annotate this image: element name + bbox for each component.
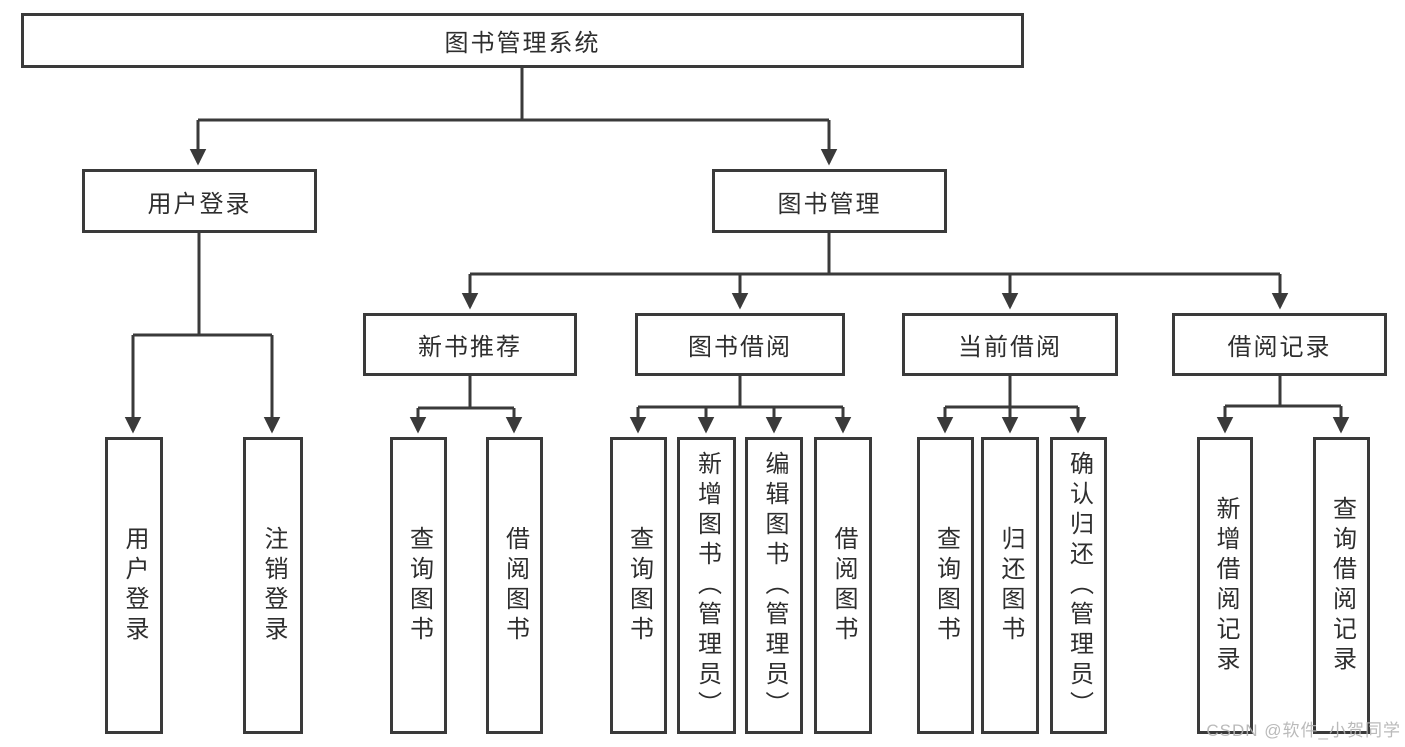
- leaf-recommend-borrow-books: 借阅图书: [486, 437, 543, 734]
- leaf-recommend-query-books-label: 查询图书: [405, 525, 433, 646]
- leaf-borrowing-query-books-label: 查询图书: [625, 525, 653, 646]
- leaf-current-return-books: 归还图书: [981, 437, 1039, 734]
- leaf-borrowing-borrow-books: 借阅图书: [814, 437, 872, 734]
- leaf-current-confirm-return-admin-label: 确认归还（管理员）: [1065, 450, 1093, 721]
- leaf-current-confirm-return-admin: 确认归还（管理员）: [1050, 437, 1107, 734]
- node-current-borrowing: 当前借阅: [902, 313, 1118, 376]
- leaf-current-return-books-label: 归还图书: [997, 525, 1024, 646]
- leaf-recommend-query-books: 查询图书: [390, 437, 447, 734]
- leaf-borrowing-add-books-admin: 新增图书（管理员）: [677, 437, 736, 734]
- leaf-borrowing-add-books-admin-label: 新增图书（管理员）: [693, 450, 721, 721]
- leaf-records-add-record: 新增借阅记录: [1197, 437, 1253, 734]
- leaf-current-query-books-label: 查询图书: [932, 525, 960, 646]
- leaf-logout-label: 注销登录: [260, 525, 287, 646]
- node-borrowing-records: 借阅记录: [1172, 313, 1387, 376]
- node-user-login: 用户登录: [82, 169, 317, 233]
- node-current-borrowing-label: 当前借阅: [958, 334, 1062, 361]
- leaf-records-add-record-label: 新增借阅记录: [1212, 495, 1239, 676]
- node-book-borrowing-label: 图书借阅: [688, 334, 792, 361]
- leaf-logout: 注销登录: [243, 437, 303, 734]
- leaf-current-query-books: 查询图书: [917, 437, 974, 734]
- leaf-borrowing-edit-books-admin-label: 编辑图书（管理员）: [761, 450, 788, 721]
- node-new-book-recommend-label: 新书推荐: [418, 334, 522, 361]
- leaf-borrowing-query-books: 查询图书: [610, 437, 667, 734]
- node-root-label: 图书管理系统: [444, 30, 601, 57]
- node-book-borrowing: 图书借阅: [635, 313, 845, 376]
- csdn-watermark: CSDN @软件_小贺同学: [1206, 721, 1401, 740]
- leaf-user-login-label: 用户登录: [121, 525, 148, 646]
- node-root: 图书管理系统: [21, 13, 1024, 68]
- leaf-borrowing-edit-books-admin: 编辑图书（管理员）: [745, 437, 803, 734]
- node-book-management-label: 图书管理: [777, 190, 882, 218]
- leaf-recommend-borrow-books-label: 借阅图书: [501, 525, 529, 646]
- leaf-user-login: 用户登录: [105, 437, 163, 734]
- node-new-book-recommend: 新书推荐: [363, 313, 577, 376]
- node-borrowing-records-label: 借阅记录: [1227, 334, 1332, 361]
- leaf-borrowing-borrow-books-label: 借阅图书: [830, 525, 857, 646]
- leaf-records-query-record-label: 查询借阅记录: [1328, 495, 1356, 676]
- leaf-records-query-record: 查询借阅记录: [1313, 437, 1370, 734]
- node-user-login-label: 用户登录: [147, 190, 252, 218]
- node-book-management: 图书管理: [712, 169, 947, 233]
